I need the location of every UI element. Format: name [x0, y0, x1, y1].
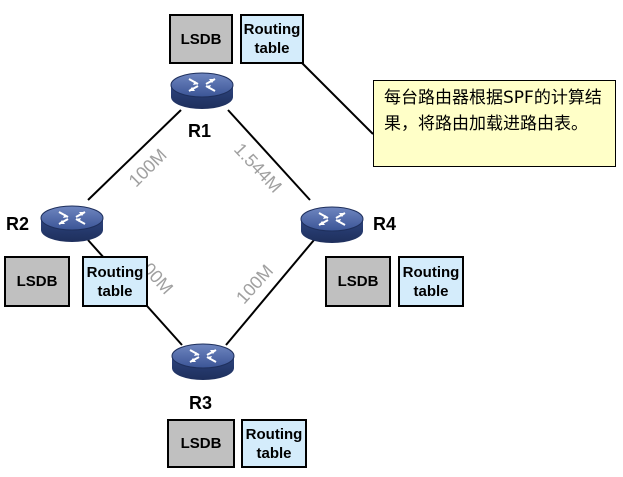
spf-callout: 每台路由器根据SPF的计算结果，将路由加载进路由表。 [373, 80, 616, 167]
router-r1-icon [170, 72, 234, 110]
link-r3-r4 [225, 239, 315, 346]
router-label-r3: R3 [189, 393, 213, 413]
lsdb-box-r4: LSDB [325, 256, 391, 307]
router-r3-icon [171, 343, 235, 381]
router-r4-icon [300, 206, 364, 244]
lsdb-box-r1: LSDB [169, 14, 233, 64]
link-r1-r2 [87, 109, 182, 201]
lsdb-box-r2: LSDB [4, 256, 70, 307]
link-label-r1-r2: 100M [125, 145, 171, 191]
lsdb-label: LSDB [337, 273, 379, 290]
callout-pointer [301, 62, 374, 135]
lsdb-label: LSDB [180, 30, 222, 48]
lsdb-label: LSDB [16, 273, 58, 290]
lsdb-box-r3: LSDB [167, 419, 235, 468]
router-label-r2: R2 [6, 214, 30, 234]
lsdb-label: LSDB [180, 435, 222, 452]
router-label-r1: R1 [188, 121, 212, 141]
link-label-r3-r4: 100M [232, 261, 277, 308]
router-label-r4: R4 [373, 214, 397, 234]
link-label-r1-r4: 1.544M [230, 139, 286, 197]
link-r1-r4 [227, 109, 311, 201]
router-r2-icon [40, 205, 104, 243]
